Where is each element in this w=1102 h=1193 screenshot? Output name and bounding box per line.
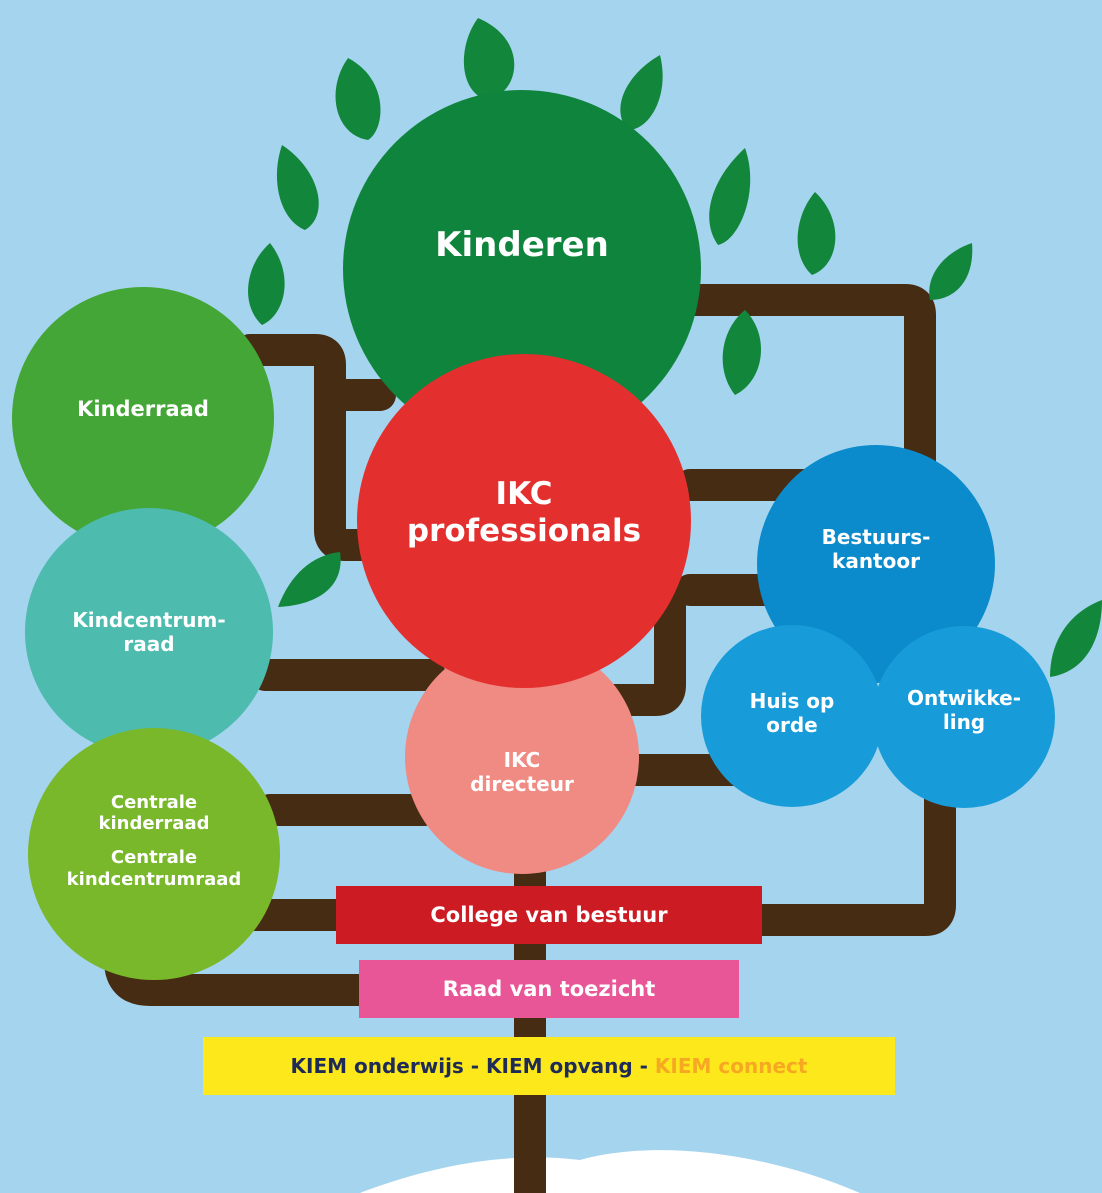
leaf-5 [709,148,751,245]
kinderraad-label: Kinderraad [77,397,209,422]
ontwikkeling-label-1: Ontwikke- [906,686,1022,710]
leaf-10 [278,552,341,607]
huis-op-orde-label-2: orde [766,713,818,737]
branch-left-top [234,334,416,561]
bestuurskantoor-label-2: kantoor [832,549,920,573]
kinderen-label: Kinderen [435,225,609,265]
ikc-directeur-label-2: directeur [470,772,574,796]
college-label: College van bestuur [430,903,668,927]
leaves [248,18,1102,677]
raad-label: Raad van toezicht [442,977,656,1001]
bar-college-van-bestuur: College van bestuur [336,886,762,944]
leaf-2 [335,58,381,140]
centrale-kindcentrumraad-label-2: kindcentrumraad [66,868,242,890]
kindcentrumraad-label-2: raad [123,632,175,656]
kiem-connect-label: KIEM connect [654,1054,808,1078]
huis-op-orde-label-1: Huis op [749,689,835,713]
ontwikkeling-label-2: ling [942,710,986,734]
circle-centrale: Centrale kinderraad Centrale kindcentrum… [28,728,280,980]
leaf-1 [463,18,515,100]
branch-right-low [584,574,686,716]
ikc-directeur-label-1: IKC [503,748,541,772]
leaf-4 [276,145,319,230]
centrale-kinderraad-label-1: Centrale [110,791,198,813]
circle-ontwikkeling: Ontwikke- ling [873,626,1055,808]
leaf-11 [1050,600,1102,677]
circle-huis-op-orde: Huis op orde [701,625,883,807]
branch-right-college [744,764,956,936]
circle-kindcentrumraad: Kindcentrum- raad [25,508,273,756]
leaf-8 [929,243,973,300]
bestuurskantoor-label-1: Bestuurs- [821,525,931,549]
snow-ground [360,1150,860,1193]
kindcentrumraad-label-1: Kindcentrum- [72,608,226,632]
leaf-3 [620,55,663,130]
leaf-7 [797,192,836,275]
circle-kinderraad: Kinderraad [12,287,274,549]
bar-kiem: KIEM onderwijs - KIEM opvang - KIEM conn… [203,1037,895,1095]
ikc-professionals-label-1: IKC [495,475,553,512]
leaf-9 [722,310,762,395]
centrale-kinderraad-label-2: kinderraad [98,813,210,835]
ikc-professionals-label-2: professionals [406,513,642,549]
circle-ikc-professionals: IKC professionals [357,354,691,688]
centrale-kindcentrumraad-label-1: Centrale [110,847,198,868]
kiem-onderwijs-opvang-label: KIEM onderwijs - KIEM opvang - [290,1054,655,1078]
bar-raad-van-toezicht: Raad van toezicht [359,960,739,1018]
leaf-6 [248,243,285,325]
